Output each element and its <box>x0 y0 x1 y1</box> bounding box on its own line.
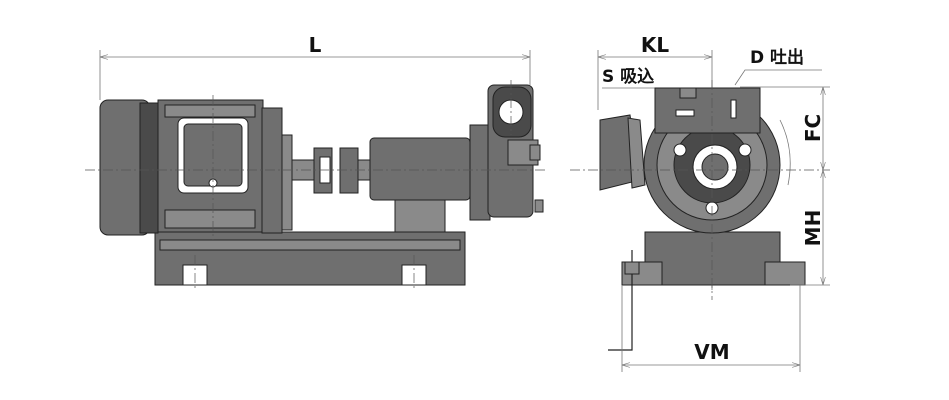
label-KL: KL <box>641 33 669 57</box>
label-VM: VM <box>694 340 729 364</box>
front-base <box>644 231 781 286</box>
motor <box>99 99 293 236</box>
label-discharge: D 吐出 <box>750 47 804 68</box>
label-L: L <box>309 33 322 57</box>
front-view: KL D 吐出 S 吸込 <box>570 33 830 372</box>
side-view: L <box>85 33 545 290</box>
anchor-bolt <box>608 250 633 351</box>
pump-casing <box>369 84 544 233</box>
label-suction: S 吸込 <box>602 67 654 87</box>
port-block <box>654 87 761 134</box>
coupling <box>291 147 371 194</box>
label-MH: MH <box>801 210 825 247</box>
label-FC: FC <box>801 114 825 142</box>
